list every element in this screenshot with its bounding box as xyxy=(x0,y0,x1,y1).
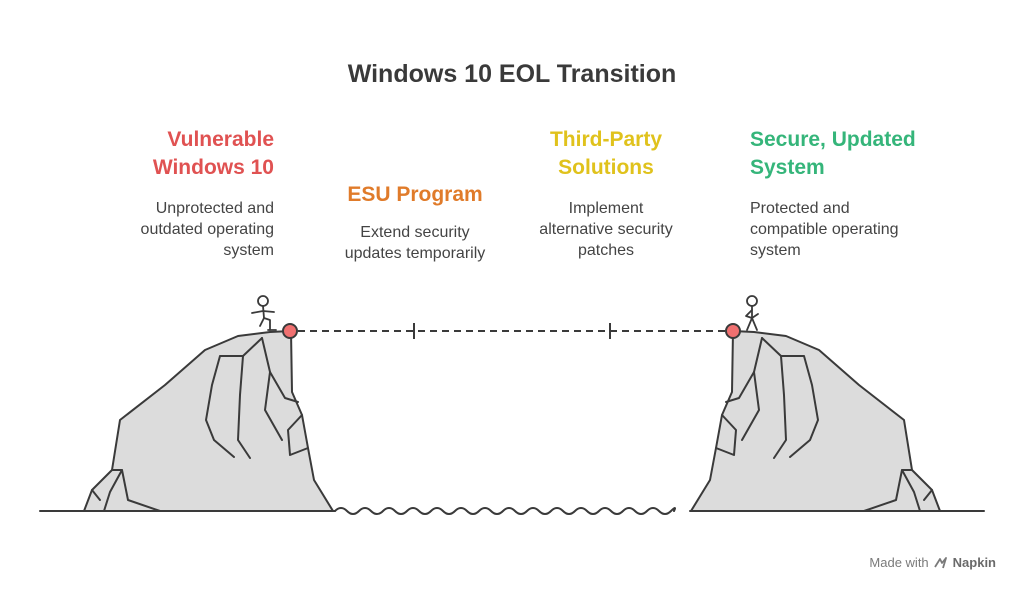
start-marker xyxy=(282,323,298,339)
stage-title-third-party: Third-Party Solutions xyxy=(549,128,662,179)
person-sitting-icon xyxy=(251,295,277,331)
page-title: Windows 10 EOL Transition xyxy=(347,60,677,88)
footer-prefix: Made with xyxy=(869,555,929,570)
stage-desc-secure: Protected and compatible operating syste… xyxy=(750,200,899,259)
person-standing-icon xyxy=(745,295,759,331)
napkin-logo-icon xyxy=(933,556,947,568)
footer-brand: Napkin xyxy=(952,555,996,570)
stage-desc-esu: Extend security updates temporarily xyxy=(344,224,486,262)
stage-title-secure: Secure, Updated System xyxy=(750,128,916,179)
water-waves xyxy=(334,507,676,515)
end-marker xyxy=(725,323,741,339)
stage-desc-vulnerable: Unprotected and outdated operating syste… xyxy=(140,200,274,259)
left-cliff xyxy=(83,330,334,512)
stage-desc-third-party: Implement alternative security patches xyxy=(539,200,673,259)
footer-watermark: Made with Napkin xyxy=(869,555,996,570)
stage-title-vulnerable: Vulnerable Windows 10 xyxy=(152,128,274,179)
right-cliff xyxy=(690,330,941,512)
stage-title-esu: ESU Program xyxy=(347,183,483,206)
